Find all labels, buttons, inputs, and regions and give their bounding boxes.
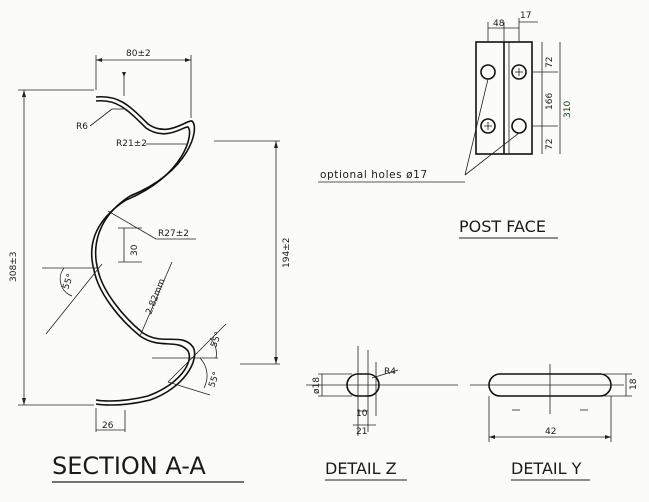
width-dim: 80±2 [126, 49, 151, 59]
dy-length: 42 [545, 427, 556, 437]
detail-z-title: DETAIL Z [325, 459, 397, 478]
height-dim: 308±3 [9, 252, 19, 282]
post-dim-310: 310 [563, 101, 573, 118]
detail-z-view: ø18 R4 10 21 DETAIL Z [306, 346, 458, 481]
r6-label: R6 [76, 122, 88, 132]
optional-holes-note: optional holes ø17 [320, 169, 428, 181]
post-face-view: 48 17 72 166 72 310 optional holes ø17 P… [318, 11, 573, 239]
r27-label: R27±2 [158, 229, 189, 239]
hole [480, 118, 496, 134]
dim-30: 30 [130, 244, 140, 256]
post-face-title: POST FACE [459, 217, 546, 236]
angle-3: 55° [207, 371, 222, 389]
height2-dim: 194±2 [282, 238, 292, 268]
dy-height: 18 [629, 378, 639, 390]
detail-y-view: 18 42 DETAIL Y [470, 364, 639, 481]
hole [511, 64, 527, 80]
dz-dia: ø18 [312, 377, 322, 394]
w-beam-profile-inner [90, 99, 191, 402]
post-dim-166: 166 [545, 93, 555, 110]
dz-dim-21: 21 [356, 427, 367, 437]
section-title: SECTION A-A [52, 452, 206, 480]
hole [480, 64, 496, 80]
post-dim-72-bottom: 72 [545, 139, 555, 150]
section-a-a-view: 80±2 308±3 194±2 R6 R21±2 R27±2 30 [9, 49, 292, 483]
detail-y-title: DETAIL Y [511, 459, 582, 478]
post-dim-72-top: 72 [545, 57, 555, 68]
post-dim-17: 17 [520, 11, 531, 21]
r21-label: R21±2 [116, 139, 147, 149]
dz-dim-10: 10 [356, 409, 368, 419]
angle-2: 55° [209, 331, 224, 349]
thickness-label: 2.82mm [145, 278, 168, 317]
angle-1: 55° [61, 273, 76, 291]
w-beam-profile-outer [94, 95, 196, 406]
dz-radius: R4 [384, 367, 396, 377]
bottom-dim: 26 [102, 421, 114, 431]
hole [511, 118, 527, 134]
post-dim-48: 48 [493, 19, 505, 29]
